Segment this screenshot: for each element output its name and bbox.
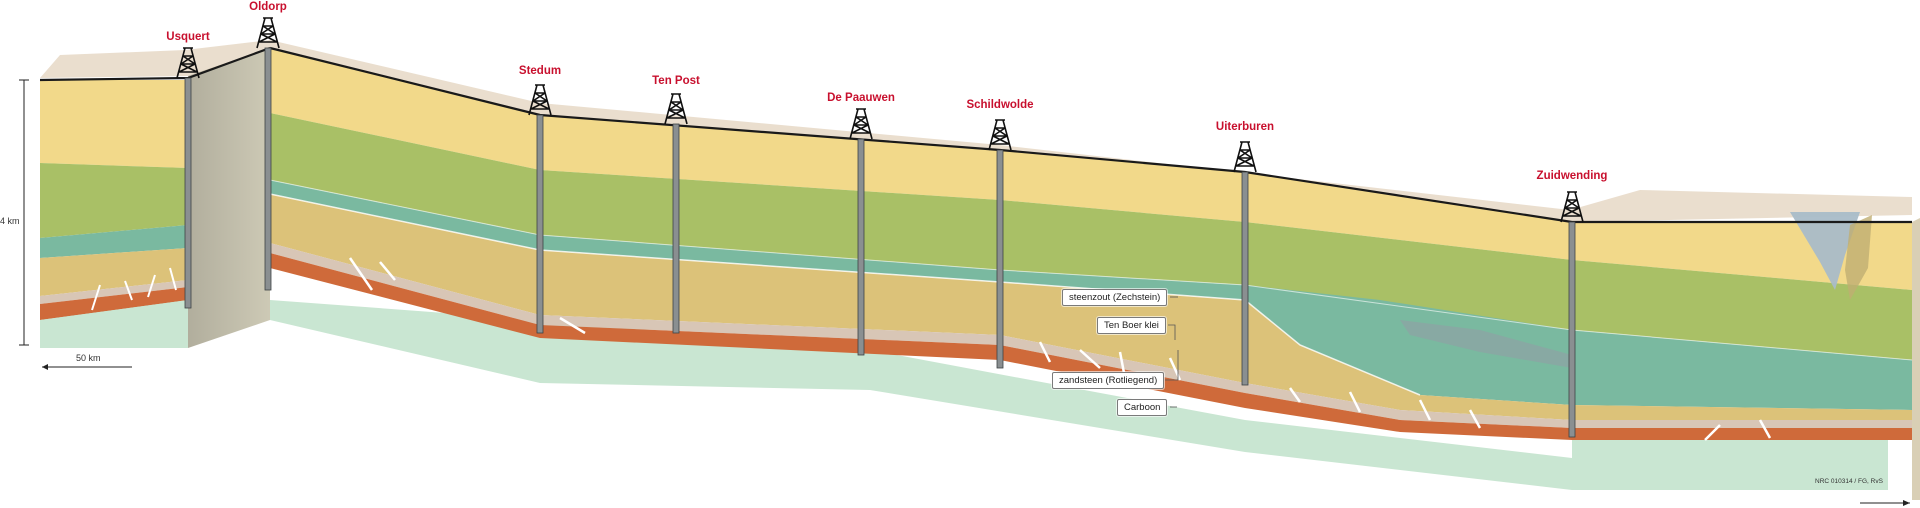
well-zuidwending: Zuidwending: [1537, 170, 1608, 438]
layer-topsand: [270, 48, 1912, 290]
well-label: De Paauwen: [827, 92, 895, 104]
distance-scale-label: 50 km: [76, 353, 101, 363]
salt-dome-outcrop: [1790, 212, 1860, 290]
well-ten-post: Ten Post: [652, 75, 700, 334]
well-pipe: [1568, 221, 1576, 438]
legend-leaders: [1165, 296, 1179, 408]
scale-depth: 4 km: [0, 79, 29, 346]
well-label: Usquert: [166, 31, 210, 43]
derrick-icon: [528, 84, 552, 116]
scale-distance: 50 km: [42, 353, 132, 370]
fault-line: [91, 267, 177, 311]
left-section: [39, 46, 271, 348]
depth-scale-label: 4 km: [0, 216, 20, 226]
derrick-icon: [176, 47, 200, 79]
well-pipe: [1241, 171, 1249, 386]
legend-zandsteen: zandsteen (Rotliegend): [1052, 372, 1165, 389]
well-label: Uiterburen: [1216, 121, 1274, 133]
legend-steenzout: steenzout (Zechstein): [1062, 289, 1168, 306]
side-face-shade: [188, 48, 270, 348]
well-stedum: Stedum: [519, 65, 561, 334]
well-uiterburen: Uiterburen: [1216, 121, 1274, 386]
layer-carboniferous: [270, 300, 1572, 490]
salt-dome-shadow: [1845, 215, 1872, 300]
derrick-icon: [664, 93, 688, 125]
well-label: Schildwolde: [966, 99, 1033, 111]
well-pipe: [672, 123, 680, 334]
well-oldorp: Oldorp: [249, 1, 287, 291]
layer-green: [40, 163, 188, 238]
layer-red-sandstone: [40, 287, 188, 320]
well-label: Oldorp: [249, 1, 287, 13]
derrick-icon: [1560, 191, 1584, 223]
well-usquert: Usquert: [166, 31, 210, 309]
terrain-surface-glow: [40, 40, 1912, 222]
derrick-icon: [849, 108, 873, 140]
well-pipe: [536, 114, 544, 334]
layer-carboniferous-right: [1572, 432, 1888, 490]
well-pipe: [857, 138, 865, 356]
well-label: Ten Post: [652, 75, 700, 87]
right-end-face: [1912, 218, 1920, 500]
well-de-paauwen: De Paauwen: [827, 92, 895, 356]
layer-carboniferous-base: [40, 300, 188, 348]
main-section: [269, 46, 1920, 500]
fault-lines: [348, 257, 1772, 441]
direction-arrow: [1860, 500, 1910, 506]
layer-salt-dome: [1400, 320, 1572, 368]
layer-green: [270, 113, 1912, 360]
legend-ten-boer: Ten Boer klei: [1097, 317, 1166, 334]
legend-carboon: Carboon: [1117, 399, 1168, 416]
layer-gold-salt: [270, 194, 1912, 420]
layer-topsand: [40, 80, 188, 168]
well-pipe: [264, 47, 272, 291]
well-pipe: [996, 149, 1004, 369]
layer-boundary: [269, 179, 1913, 361]
derrick-icon: [988, 119, 1012, 151]
layer-teal: [40, 225, 188, 258]
well-schildwolde: Schildwolde: [966, 99, 1034, 369]
credit-text: NRC 010314 / FG, RvS: [1815, 478, 1883, 485]
well-label: Stedum: [519, 65, 561, 77]
well-label: Zuidwending: [1537, 170, 1608, 182]
top-surface-line: [269, 46, 1912, 224]
well-pipe: [184, 77, 192, 309]
derrick-icon: [256, 17, 280, 49]
derrick-icon: [1233, 141, 1257, 173]
